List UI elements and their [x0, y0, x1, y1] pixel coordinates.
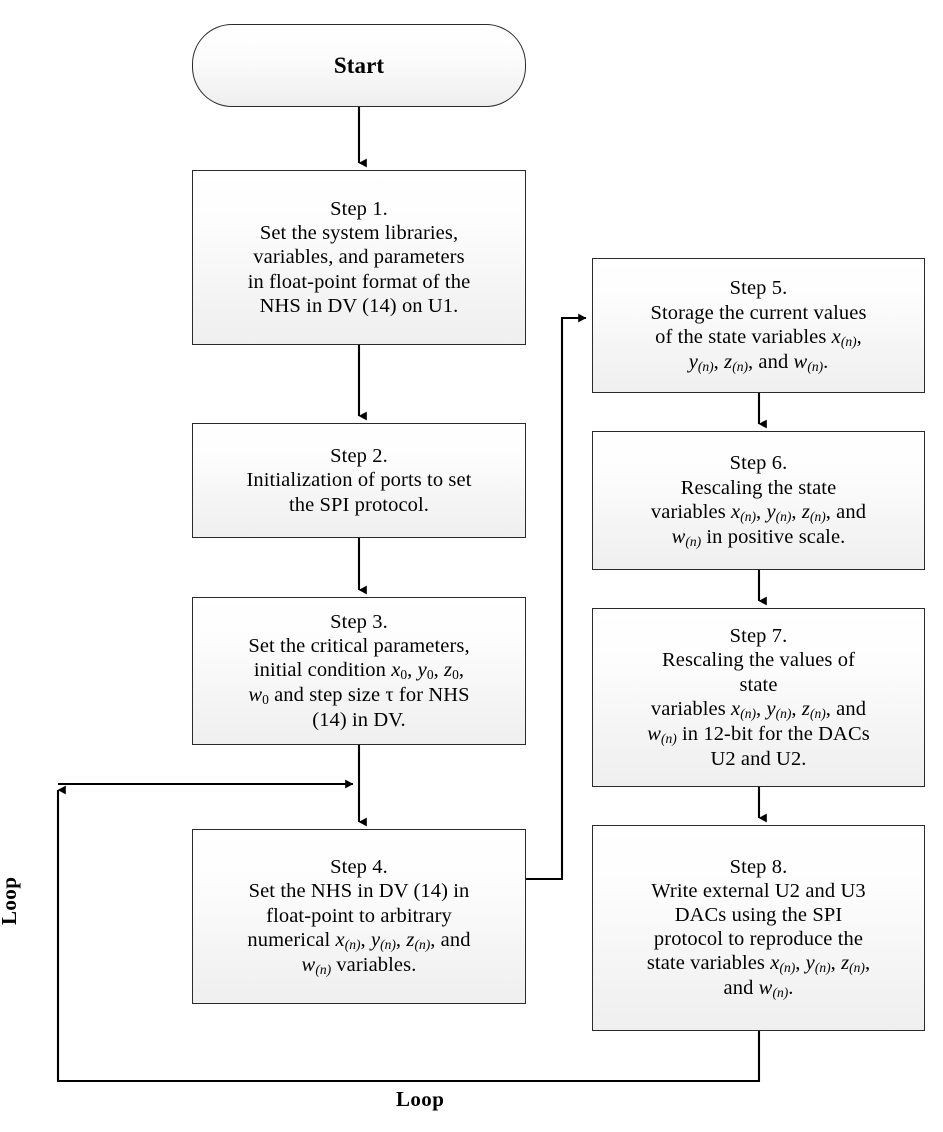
- node-step4-line-3: numerical x(n), y(n), z(n), and: [247, 928, 471, 952]
- node-step3-line-2: initial condition x0, y0, z0,: [253, 659, 465, 683]
- node-step4-line-1: Set the NHS in DV (14) in: [248, 880, 470, 903]
- node-step2-line-2: the SPI protocol.: [288, 493, 430, 516]
- node-step3-line-1: Set the critical parameters,: [248, 634, 470, 657]
- node-start[interactable]: Start: [192, 24, 526, 107]
- node-step5-heading: Step 5.: [729, 277, 788, 300]
- node-start-label: Start: [333, 52, 385, 78]
- node-step8-line-5: and w(n).: [723, 977, 794, 1001]
- loop-label-left: Loop: [0, 876, 21, 925]
- node-step4-heading: Step 4.: [330, 856, 388, 879]
- node-step8-line-3: protocol to reproduce the: [653, 928, 864, 951]
- node-step7-line-1: Rescaling the values of: [661, 649, 855, 672]
- node-step5[interactable]: Step 5. Storage the current values of th…: [592, 258, 925, 393]
- node-step1-line-2: variables, and parameters: [253, 246, 465, 269]
- node-step6-heading: Step 6.: [729, 452, 788, 475]
- edge-step4-step5: [526, 313, 587, 881]
- node-step1-heading: Step 1.: [330, 198, 388, 221]
- node-step5-line-1: Storage the current values: [650, 301, 867, 324]
- node-step6-line-2: variables x(n), y(n), z(n), and: [650, 500, 867, 524]
- node-step7-line-5: U2 and U2.: [710, 747, 807, 770]
- node-step6-line-1: Rescaling the state: [680, 476, 837, 499]
- node-step1[interactable]: Step 1. Set the system libraries, variab…: [192, 170, 526, 345]
- node-step8-line-4: state variables x(n), y(n), z(n),: [646, 952, 871, 976]
- node-step2-text: Step 2. Initialization of ports to set t…: [199, 444, 519, 517]
- node-step2-heading: Step 2.: [330, 445, 388, 468]
- node-step7-line-2: state: [739, 673, 778, 696]
- node-step4-line-2: float-point to arbitrary: [266, 904, 452, 927]
- node-step3-line-4: (14) in DV.: [312, 709, 406, 732]
- node-step2-line-1: Initialization of ports to set: [246, 469, 472, 492]
- node-step5-text: Step 5. Storage the current values of th…: [599, 276, 918, 374]
- node-step1-line-1: Set the system libraries,: [259, 222, 459, 245]
- node-step7[interactable]: Step 7. Rescaling the values of state va…: [592, 608, 925, 787]
- node-step7-heading: Step 7.: [729, 625, 788, 648]
- node-step1-line-4: NHS in DV (14) on U1.: [259, 294, 459, 317]
- node-step5-line-3: y(n), z(n), and w(n).: [688, 350, 829, 374]
- node-step6-text: Step 6. Rescaling the state variables x(…: [599, 451, 918, 549]
- node-step8-line-1: Write external U2 and U3: [651, 879, 866, 902]
- node-step3-line-3: w0 and step size τ for NHS: [248, 684, 470, 708]
- node-step3[interactable]: Step 3. Set the critical parameters, ini…: [192, 597, 526, 745]
- node-step8-text: Step 8. Write external U2 and U3 DACs us…: [599, 855, 918, 1002]
- node-step8[interactable]: Step 8. Write external U2 and U3 DACs us…: [592, 825, 925, 1031]
- node-step2[interactable]: Step 2. Initialization of ports to set t…: [192, 423, 526, 538]
- node-step3-heading: Step 3.: [330, 610, 388, 633]
- node-step3-text: Step 3. Set the critical parameters, ini…: [199, 610, 519, 732]
- node-step8-heading: Step 8.: [729, 855, 788, 878]
- node-step7-line-3: variables x(n), y(n), z(n), and: [650, 697, 867, 721]
- node-step8-line-2: DACs using the SPI: [674, 904, 843, 927]
- node-step6[interactable]: Step 6. Rescaling the state variables x(…: [592, 431, 925, 570]
- node-step4[interactable]: Step 4. Set the NHS in DV (14) in float-…: [192, 829, 526, 1004]
- node-step6-line-3: w(n) in positive scale.: [671, 525, 846, 549]
- node-step4-text: Step 4. Set the NHS in DV (14) in float-…: [199, 855, 519, 977]
- node-step1-line-3: in float-point format of the: [247, 270, 471, 293]
- loop-label-bottom: Loop: [396, 1087, 445, 1111]
- node-step7-text: Step 7. Rescaling the values of state va…: [599, 624, 918, 771]
- node-step4-line-4: w(n) variables.: [301, 953, 417, 977]
- node-step7-line-4: w(n) in 12-bit for the DACs: [647, 722, 870, 746]
- node-step5-line-2: of the state variables x(n),: [655, 325, 862, 349]
- node-step1-text: Step 1. Set the system libraries, variab…: [199, 197, 519, 318]
